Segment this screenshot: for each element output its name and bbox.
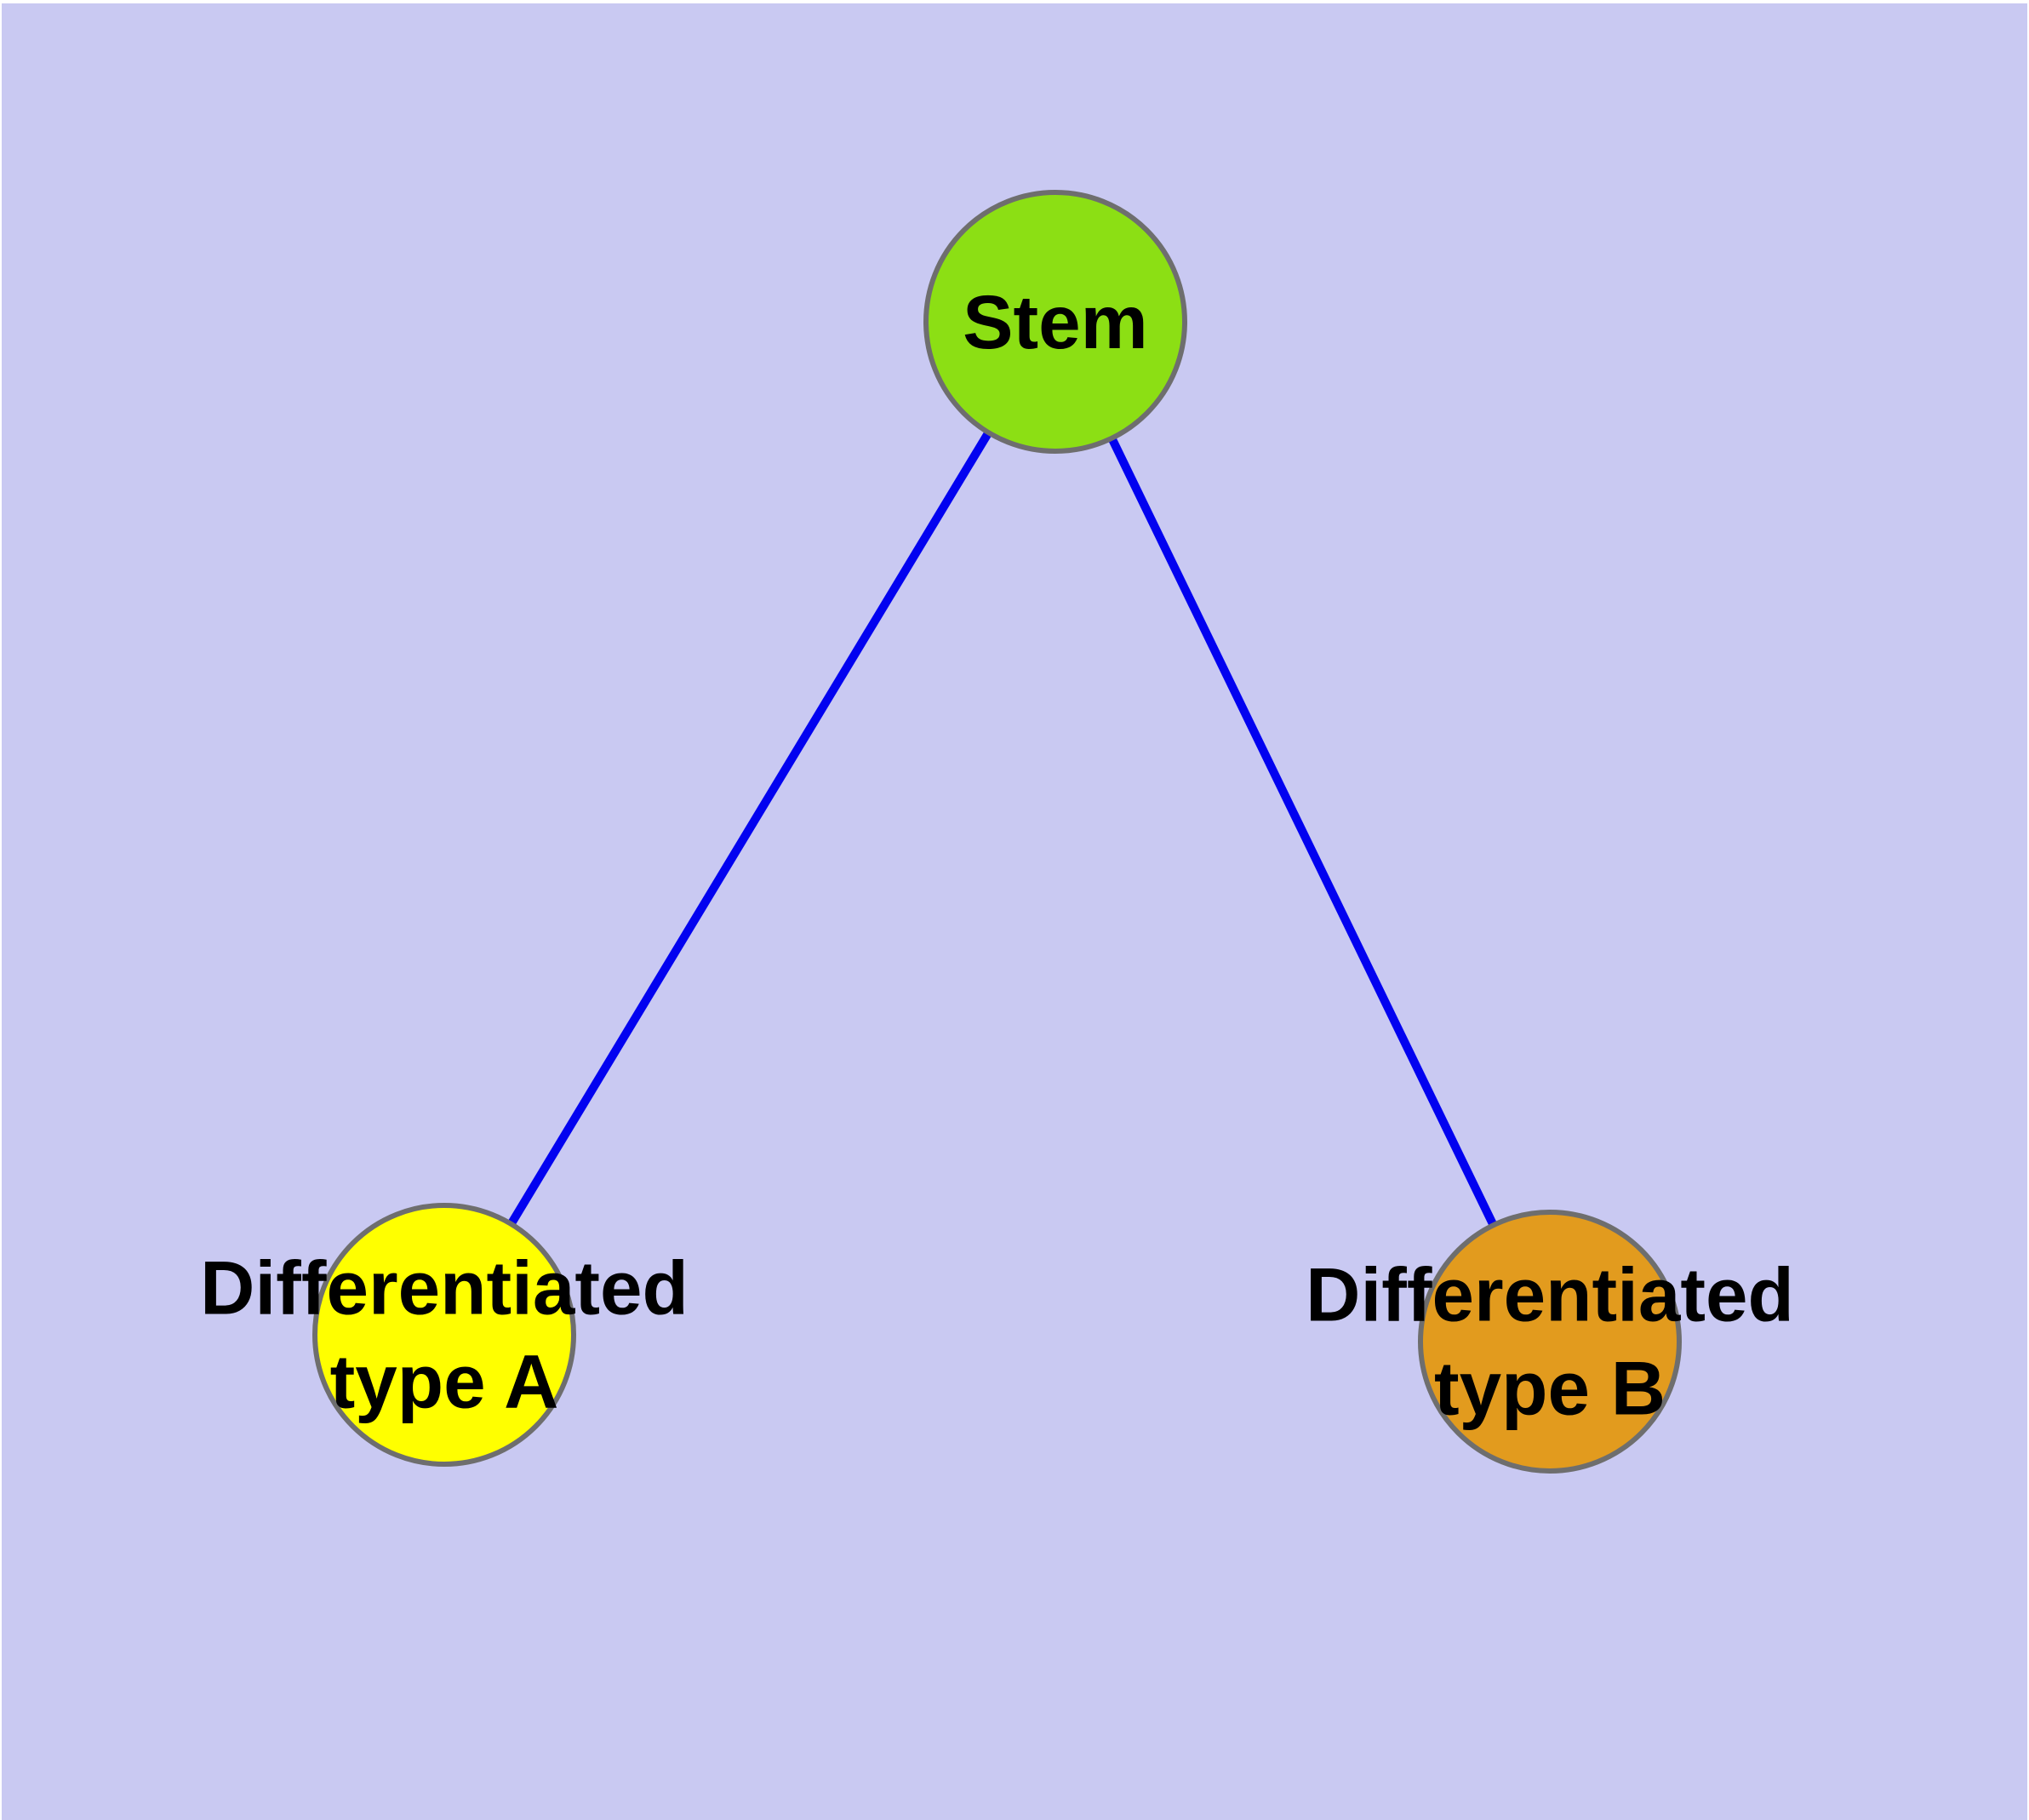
node-label-stem: Stem <box>963 278 1148 364</box>
node-differentiated-type-b-circle <box>1418 1210 1682 1474</box>
node-differentiated-type-a-circle <box>312 1203 576 1467</box>
graph-svg <box>2 3 2027 1820</box>
node-label-differentiated-type-b: Differentiated type B <box>1306 1251 1794 1431</box>
edge-stem-to-type-a <box>440 319 1060 1337</box>
edge-stem-to-type-b <box>1051 319 1554 1344</box>
node-label-differentiated-type-a: Differentiated type A <box>200 1245 689 1424</box>
node-stem-circle <box>923 190 1187 454</box>
diagram-canvas: Stem Differentiated type A Differentiate… <box>2 3 2027 1820</box>
